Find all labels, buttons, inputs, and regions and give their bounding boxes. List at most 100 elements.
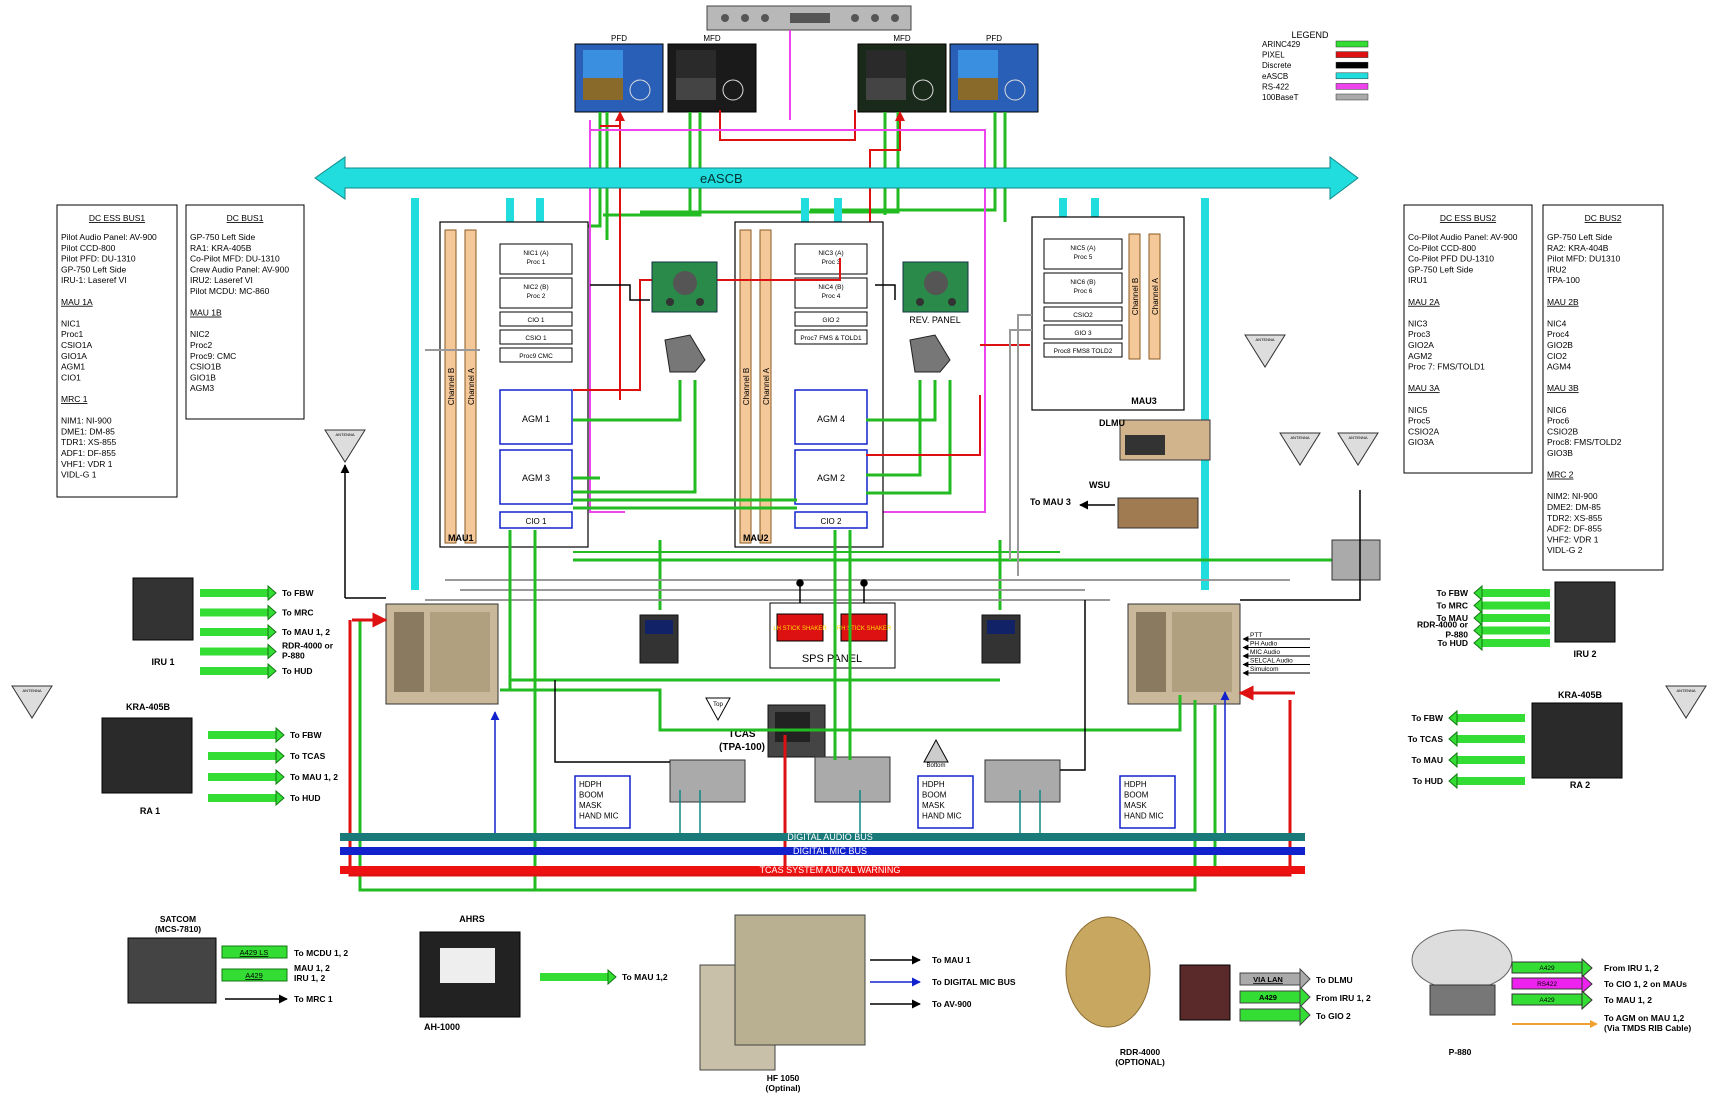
- mau-label: MAU2: [743, 533, 769, 543]
- lru-output-label-line: To TCAS: [1408, 734, 1444, 744]
- legend-swatch: [1336, 52, 1368, 58]
- p880-tag-head: [1582, 991, 1592, 1009]
- gp750-unit: [1332, 540, 1380, 580]
- mau-module-label-line: Proc 2: [527, 293, 546, 300]
- lru-output-label: To HUD: [1412, 776, 1443, 786]
- satcom-label: SATCOM(MCS-7810): [155, 914, 201, 934]
- lru-output-label: To TCAS: [1408, 734, 1444, 744]
- pfd-screen-bottom: [583, 78, 623, 100]
- mau-module-label-line: NIC6 (B): [1070, 279, 1095, 286]
- antenna-icon: ANTENNA: [1338, 433, 1378, 465]
- legend-swatch: [1336, 83, 1368, 89]
- satcom-output-label: MAU 1, 2IRU 1, 2: [294, 963, 330, 983]
- channel-a-label: Channel A: [762, 367, 771, 405]
- p880-tag: A429: [1539, 997, 1555, 1004]
- power-box-line: Pilot MFD: DU1310: [1547, 254, 1620, 264]
- lru-output-label-line: P-880: [282, 651, 305, 661]
- a429-arrowhead: [1449, 753, 1457, 767]
- mau-module-label-line: Proc8 FMS8 TOLD2: [1054, 348, 1113, 355]
- a429-arrowhead: [1449, 711, 1457, 725]
- lru-output-label: To FBW: [290, 730, 322, 740]
- ahrs-model: AH-1000: [424, 1022, 460, 1032]
- display-mfd-3: MFD: [858, 34, 946, 112]
- lru-output-label: To HUD: [1437, 638, 1468, 648]
- power-box-line: AGM4: [1547, 362, 1571, 372]
- hdph-box-label-line: MASK: [1124, 801, 1147, 810]
- antenna-label: ANTENNA: [1676, 688, 1695, 693]
- legend-item: PIXEL: [1262, 51, 1368, 60]
- power-box-line: Proc9: CMC: [190, 351, 236, 361]
- legend-item: RS-422: [1262, 82, 1368, 91]
- mau-module-label: GIO 2: [822, 317, 840, 324]
- mcdu-left: [640, 615, 678, 663]
- mau-module-label-line: NIC3 (A): [818, 250, 843, 257]
- lru-output-label-line: RDR-4000 or: [1417, 620, 1469, 630]
- power-box-line: VIDL-G 2: [1547, 545, 1583, 555]
- rev-panel-right: REV. PANEL: [903, 262, 968, 325]
- power-box-line: DME2: DM-85: [1547, 502, 1601, 512]
- power-box-line: AGM1: [61, 362, 85, 372]
- power-box-line: VHF1: VDR 1: [61, 459, 113, 469]
- power-box-line: TDR2: XS-855: [1547, 513, 1603, 523]
- display-pfd-4: PFD: [950, 34, 1038, 112]
- mau-label: MAU1: [448, 533, 474, 543]
- channel-b-label: Channel B: [447, 368, 456, 405]
- pfd-screen-bottom: [958, 78, 998, 100]
- satcom-output-label-line: MAU 1, 2: [294, 963, 330, 973]
- p-880: P-880A429From IRU 1, 2RS422To CIO 1, 2 o…: [1412, 930, 1691, 1057]
- iru-2-label: IRU 2: [1573, 649, 1596, 659]
- mau-module-label: Proc9 CMC: [519, 353, 553, 360]
- eascb-bus: eASCB: [315, 157, 1358, 199]
- p880-tag-head: [1582, 959, 1592, 977]
- mau-module-label: CSIO2: [1073, 312, 1093, 319]
- mau-module-label-line: Proc 4: [822, 293, 841, 300]
- power-box-line: Pilot Audio Panel: AV-900: [61, 232, 157, 242]
- power-box-line: Proc5: [1408, 416, 1430, 426]
- legend-item-label: ARINC429: [1262, 40, 1301, 49]
- power-box-line: GP-750 Left Side: [1547, 232, 1612, 242]
- p880-output-label-line: From IRU 1, 2: [1604, 963, 1659, 973]
- p880-tag: A429: [1539, 965, 1555, 972]
- rdr-unit: [1180, 965, 1230, 1020]
- a429-arrowhead: [1474, 599, 1482, 613]
- ra-2-model: KRA-405B: [1558, 690, 1603, 700]
- power-box-line: VIDL-G 1: [61, 470, 97, 480]
- agm-a-label: AGM 4: [817, 414, 845, 424]
- wsu-label: WSU: [1089, 480, 1110, 490]
- mau-label: MAU3: [1131, 396, 1157, 406]
- sps-panel-label: SPS PANEL: [802, 653, 862, 665]
- lru-output-label-line: To FBW: [282, 588, 314, 598]
- satcom-tag: A429: [245, 971, 263, 980]
- power-box-line: Co-Pilot Audio Panel: AV-900: [1408, 232, 1518, 242]
- display-mfd-2: MFD: [668, 34, 756, 112]
- legend-item-label: RS-422: [1262, 82, 1290, 91]
- a429-arrowhead: [276, 749, 284, 763]
- power-box-line: GIO2A: [1408, 340, 1434, 350]
- power-box-line: RA1: KRA-405B: [190, 243, 252, 253]
- hdph-box: HDPHBOOMMASKHAND MIC: [918, 776, 973, 828]
- satcom-output-label: To MCDU 1, 2: [294, 948, 348, 958]
- power-box-line: IRU1: [1408, 275, 1428, 285]
- tcas-top-label: Top: [713, 702, 723, 708]
- a429-arrowhead: [276, 791, 284, 805]
- power-box-line: GIO3B: [1547, 448, 1573, 458]
- mau-module-label-line: Proc 6: [1074, 288, 1093, 295]
- a429-arrowhead: [268, 625, 276, 639]
- channel-a-label: Channel A: [467, 367, 476, 405]
- iru-2: IRU 2To FBWTo MRCTo MAURDR-4000 orP-880T…: [1417, 582, 1615, 659]
- lru-output-label: To TCAS: [290, 751, 326, 761]
- lru-output-label-line: RDR-4000 or: [282, 641, 334, 651]
- antenna-label: ANTENNA: [1290, 435, 1309, 440]
- agm-b-label: AGM 2: [817, 473, 845, 483]
- ra-1-model: KRA-405B: [126, 702, 171, 712]
- iru-1-body: [133, 578, 193, 640]
- p880-label: P-880: [1449, 1047, 1472, 1057]
- lru-output-label-line: To MRC: [1437, 601, 1468, 611]
- trim-switch-right: [910, 335, 950, 372]
- channel-a-label: Channel A: [1151, 277, 1160, 315]
- ra-2: KRA-405BRA 2To FBWTo TCASTo MAUTo HUD: [1408, 690, 1622, 790]
- a429-arrowhead: [1449, 774, 1457, 788]
- power-box-title: DC ESS BUS1: [89, 213, 145, 223]
- mfd-screen-top: [676, 50, 716, 78]
- channel-b-label: Channel B: [742, 368, 751, 405]
